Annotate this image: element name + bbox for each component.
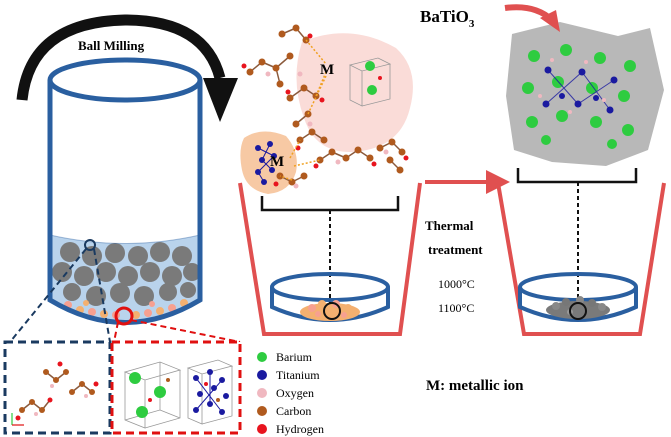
crucible-1 [238,182,422,336]
legend-swatch [257,352,267,362]
rotation-arrow [16,14,238,122]
zoom-marker-solvent [84,239,96,251]
legend-label: Titanium [276,368,320,382]
milling-balls [52,242,201,306]
legend-item-titanium: Titanium [257,368,320,382]
metal-ion-label-2: M [270,154,284,170]
thermal-label-line2: treatment [428,242,483,257]
barium-crystal-cell [123,361,182,429]
titanium-crystal-cell [186,359,234,425]
metallic-ion-note: M: metallic ion [426,378,524,394]
bracket-2 [516,168,638,184]
crucible-2 [496,168,666,336]
legend-item-hydrogen: Hydrogen [257,422,324,436]
temperature-2: 1100°C [438,301,474,315]
ball-mill-jar [47,57,203,325]
legend-swatch [257,424,267,434]
legend-label: Hydrogen [276,422,324,436]
zoom-box-molecules [3,340,112,435]
ligand-molecules [241,24,409,189]
legend-item-barium: Barium [257,350,313,364]
precursor-powder [300,300,360,321]
batio3-label: BaTiO3 [420,7,475,30]
temperature-1: 1000°C [438,277,475,291]
legend-swatch [257,370,267,380]
bracket-1 [260,196,400,212]
legend-swatch [257,406,267,416]
thermal-label-line1: Thermal [425,218,474,233]
metal-ion-label-1: M [320,62,334,78]
batio3-particle [506,22,664,166]
zoom-marker-powder [114,306,134,326]
legend-item-carbon: Carbon [257,404,311,418]
legend-item-oxygen: Oxygen [257,386,314,400]
zoom-box-crystals [110,340,242,435]
precursor-cloud-pink [296,33,413,152]
legend-swatch [257,388,267,398]
precursor-cloud-orange [240,131,297,194]
legend-label: Oxygen [276,386,314,400]
legend-label: Carbon [276,404,311,418]
legend-label: Barium [276,350,313,364]
ball-milling-label: Ball Milling [78,38,145,53]
